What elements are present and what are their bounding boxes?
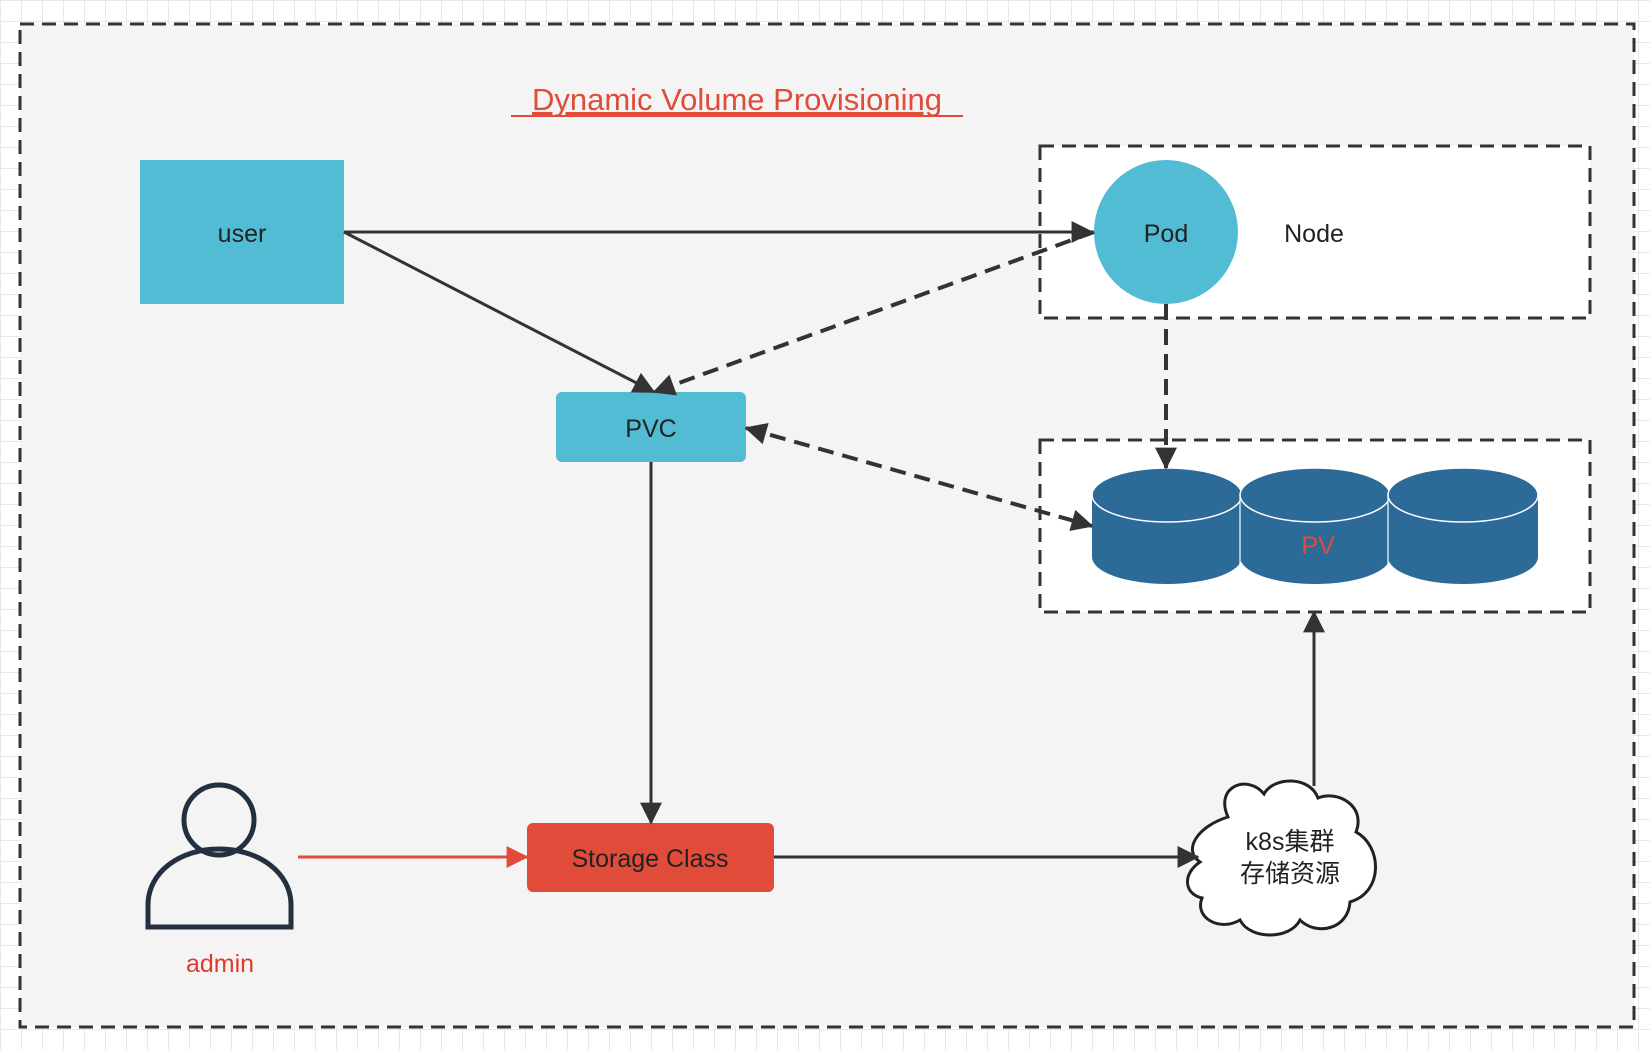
- cluster-label-line1: k8s集群: [1246, 828, 1335, 856]
- pod-circle: [1094, 160, 1238, 304]
- arrow-user-to-pvc: [343, 230, 656, 394]
- admin-person-icon: [145, 782, 294, 930]
- cluster-label-line2: 存储资源: [1240, 860, 1340, 888]
- pod-label: Pod: [1144, 220, 1188, 248]
- node-label: Node: [1284, 220, 1344, 248]
- pvc-label: PVC: [625, 415, 676, 443]
- arrow-pvc-pv-bidirectional: [744, 422, 1094, 532]
- pv-cylinders: [1091, 467, 1539, 584]
- user-box: [140, 160, 344, 304]
- pv-cylinder-1: [1091, 467, 1243, 584]
- pv-label: PV: [1301, 532, 1335, 560]
- storage-class-label: Storage Class: [571, 845, 728, 873]
- pv-cylinder-2: [1239, 467, 1391, 584]
- user-label: user: [218, 220, 267, 248]
- storage-class-box: [527, 823, 774, 892]
- pvc-box: [556, 392, 746, 462]
- admin-label: admin: [186, 950, 254, 978]
- diagram-title: Dynamic Volume Provisioning: [532, 82, 942, 117]
- k8s-cluster-cloud: [1186, 779, 1377, 937]
- pv-cylinder-3: [1387, 467, 1539, 584]
- arrow-pod-to-pvc-dashed: [652, 230, 1095, 396]
